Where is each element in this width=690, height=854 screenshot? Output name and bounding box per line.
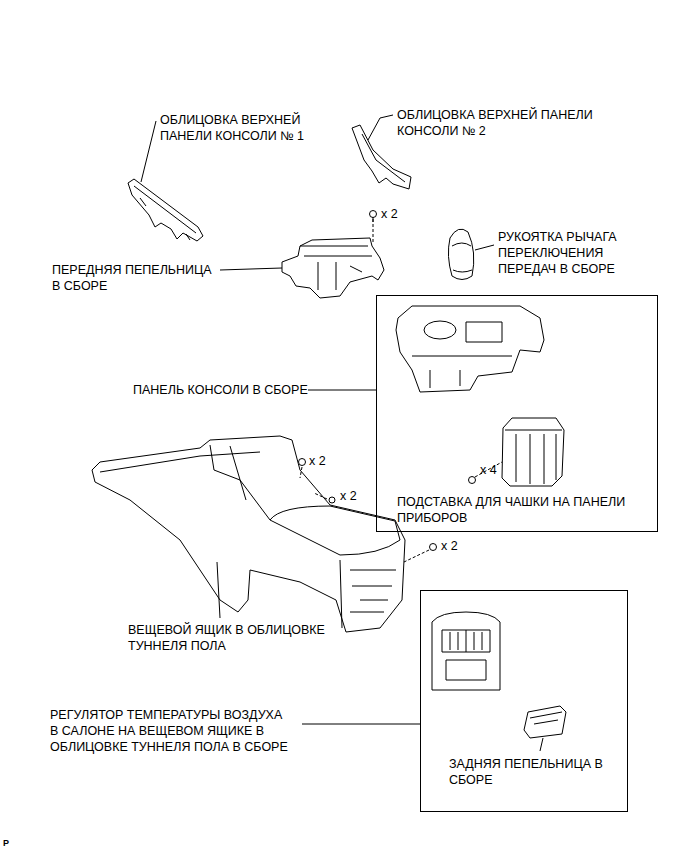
- leader-line: [302, 724, 420, 725]
- ashtray-detail: [300, 246, 372, 290]
- panel-opening: [424, 321, 456, 339]
- text-holder: РЕГУЛЯТОР ТЕМПЕРАТУРЫ ВОЗДУХА В САЛОНЕ Н…: [50, 707, 293, 755]
- floor-console-box: [92, 436, 405, 632]
- knob-detail: [452, 243, 472, 272]
- rear-air-panel: [432, 612, 500, 690]
- screw-guide: [300, 467, 302, 478]
- panel-opening: [446, 660, 486, 680]
- leader-line: [217, 562, 220, 618]
- panel-opening: [466, 322, 502, 342]
- quantity-mark: x 4: [480, 462, 502, 478]
- trim-detail: [362, 134, 405, 182]
- quantity-mark: x 2: [381, 206, 403, 222]
- text-holder: ВЕЩЕВОЙ ЯЩИК В ОБЛИЦОВКЕ ТУННЕЛЯ ПОЛА: [128, 622, 330, 654]
- front-ashtray: [282, 238, 384, 298]
- screw: [469, 477, 476, 484]
- leader-line: [308, 390, 376, 391]
- quantity-mark: x 2: [340, 488, 362, 504]
- screw-guide: [404, 550, 429, 562]
- console-panel: [396, 306, 544, 392]
- text-holder: ПЕРЕДНЯЯ ПЕПЕЛЬНИЦА В СБОРЕ: [52, 262, 217, 294]
- part-name: ЗАДНЯЯ ПЕПЕЛЬНИЦА В СБОРЕ: [449, 756, 608, 788]
- leader-line: [540, 738, 543, 751]
- text-holder: x 2: [441, 538, 463, 554]
- screw: [299, 459, 306, 466]
- part-name: ОБЛИЦОВКА ВЕРХНЕЙ ПАНЕЛИ КОНСОЛИ № 1: [160, 112, 310, 144]
- text-holder: x 2: [381, 206, 403, 222]
- text-holder: ОБЛИЦОВКА ВЕРХНЕЙ ПАНЕЛИ КОНСОЛИ № 1: [160, 112, 310, 144]
- text-holder: ПАНЕЛЬ КОНСОЛИ В СБОРЕ: [133, 382, 313, 398]
- cup-holder: [502, 418, 564, 486]
- panel-detail: [412, 356, 512, 388]
- screw-guide: [373, 219, 374, 244]
- text-holder: ЗАДНЯЯ ПЕПЕЛЬНИЦА В СБОРЕ: [449, 756, 608, 788]
- cup-holder-detail: [505, 430, 562, 484]
- part-name: ПЕРЕДНЯЯ ПЕПЕЛЬНИЦА В СБОРЕ: [52, 262, 217, 294]
- part-name: ПОДСТАВКА ДЛЯ ЧАШКИ НА ПАНЕЛИ ПРИБОРОВ: [397, 494, 631, 526]
- text-holder: x 2: [340, 488, 362, 504]
- quantity-mark: x 2: [309, 453, 331, 469]
- inset-frame: ЗАДНЯЯ ПЕПЕЛЬНИЦА В СБОРЕ: [420, 590, 628, 812]
- leader-line: [475, 245, 494, 250]
- leader-line: [220, 268, 282, 270]
- rear-ashtray: [524, 706, 566, 738]
- part-name: ВЕЩЕВОЙ ЯЩИК В ОБЛИЦОВКЕ ТУННЕЛЯ ПОЛА: [128, 622, 330, 654]
- text-holder: P: [3, 838, 15, 849]
- text-holder: ОБЛИЦОВКА ВЕРХНЕЙ ПАНЕЛИ КОНСОЛИ № 2: [397, 107, 598, 139]
- trim-detail: [134, 186, 196, 240]
- ashtray-detail: [530, 712, 562, 724]
- screw: [373, 217, 374, 222]
- screw: [430, 544, 437, 551]
- console-trim-1: [128, 179, 203, 241]
- quantity-mark: x 2: [441, 538, 463, 554]
- air-vent: [442, 630, 490, 652]
- inset-frame: x 4 ПОДСТАВКА ДЛЯ ЧАШКИ НА ПАНЕЛИ ПРИБОРО…: [376, 295, 658, 532]
- screw-guide: [475, 462, 502, 477]
- console-detail: [100, 445, 396, 628]
- screw: [329, 497, 335, 503]
- part-name: ПАНЕЛЬ КОНСОЛИ В СБОРЕ: [133, 382, 313, 398]
- text-holder: ПОДСТАВКА ДЛЯ ЧАШКИ НА ПАНЕЛИ ПРИБОРОВ: [397, 494, 631, 526]
- page-mark: P: [3, 838, 15, 849]
- armrest-lid: [270, 506, 400, 555]
- shift-knob: [448, 229, 473, 279]
- leader-line: [368, 115, 393, 140]
- leader-line: [141, 121, 156, 182]
- text-holder: РУКОЯТКА РЫЧАГА ПЕРЕКЛЮЧЕНИЯ ПЕРЕДАЧ В С…: [498, 229, 622, 277]
- part-name: РЕГУЛЯТОР ТЕМПЕРАТУРЫ ВОЗДУХА В САЛОНЕ Н…: [50, 707, 293, 755]
- leader-lines: [141, 115, 543, 751]
- text-holder: x 4: [480, 462, 502, 478]
- screw-guide: [314, 493, 327, 499]
- part-name: РУКОЯТКА РЫЧАГА ПЕРЕКЛЮЧЕНИЯ ПЕРЕДАЧ В С…: [498, 229, 622, 277]
- screw: [370, 211, 377, 218]
- vent-louvres: [450, 630, 482, 652]
- text-holder: x 2: [309, 453, 331, 469]
- part-name: ОБЛИЦОВКА ВЕРХНЕЙ ПАНЕЛИ КОНСОЛИ № 2: [397, 107, 598, 139]
